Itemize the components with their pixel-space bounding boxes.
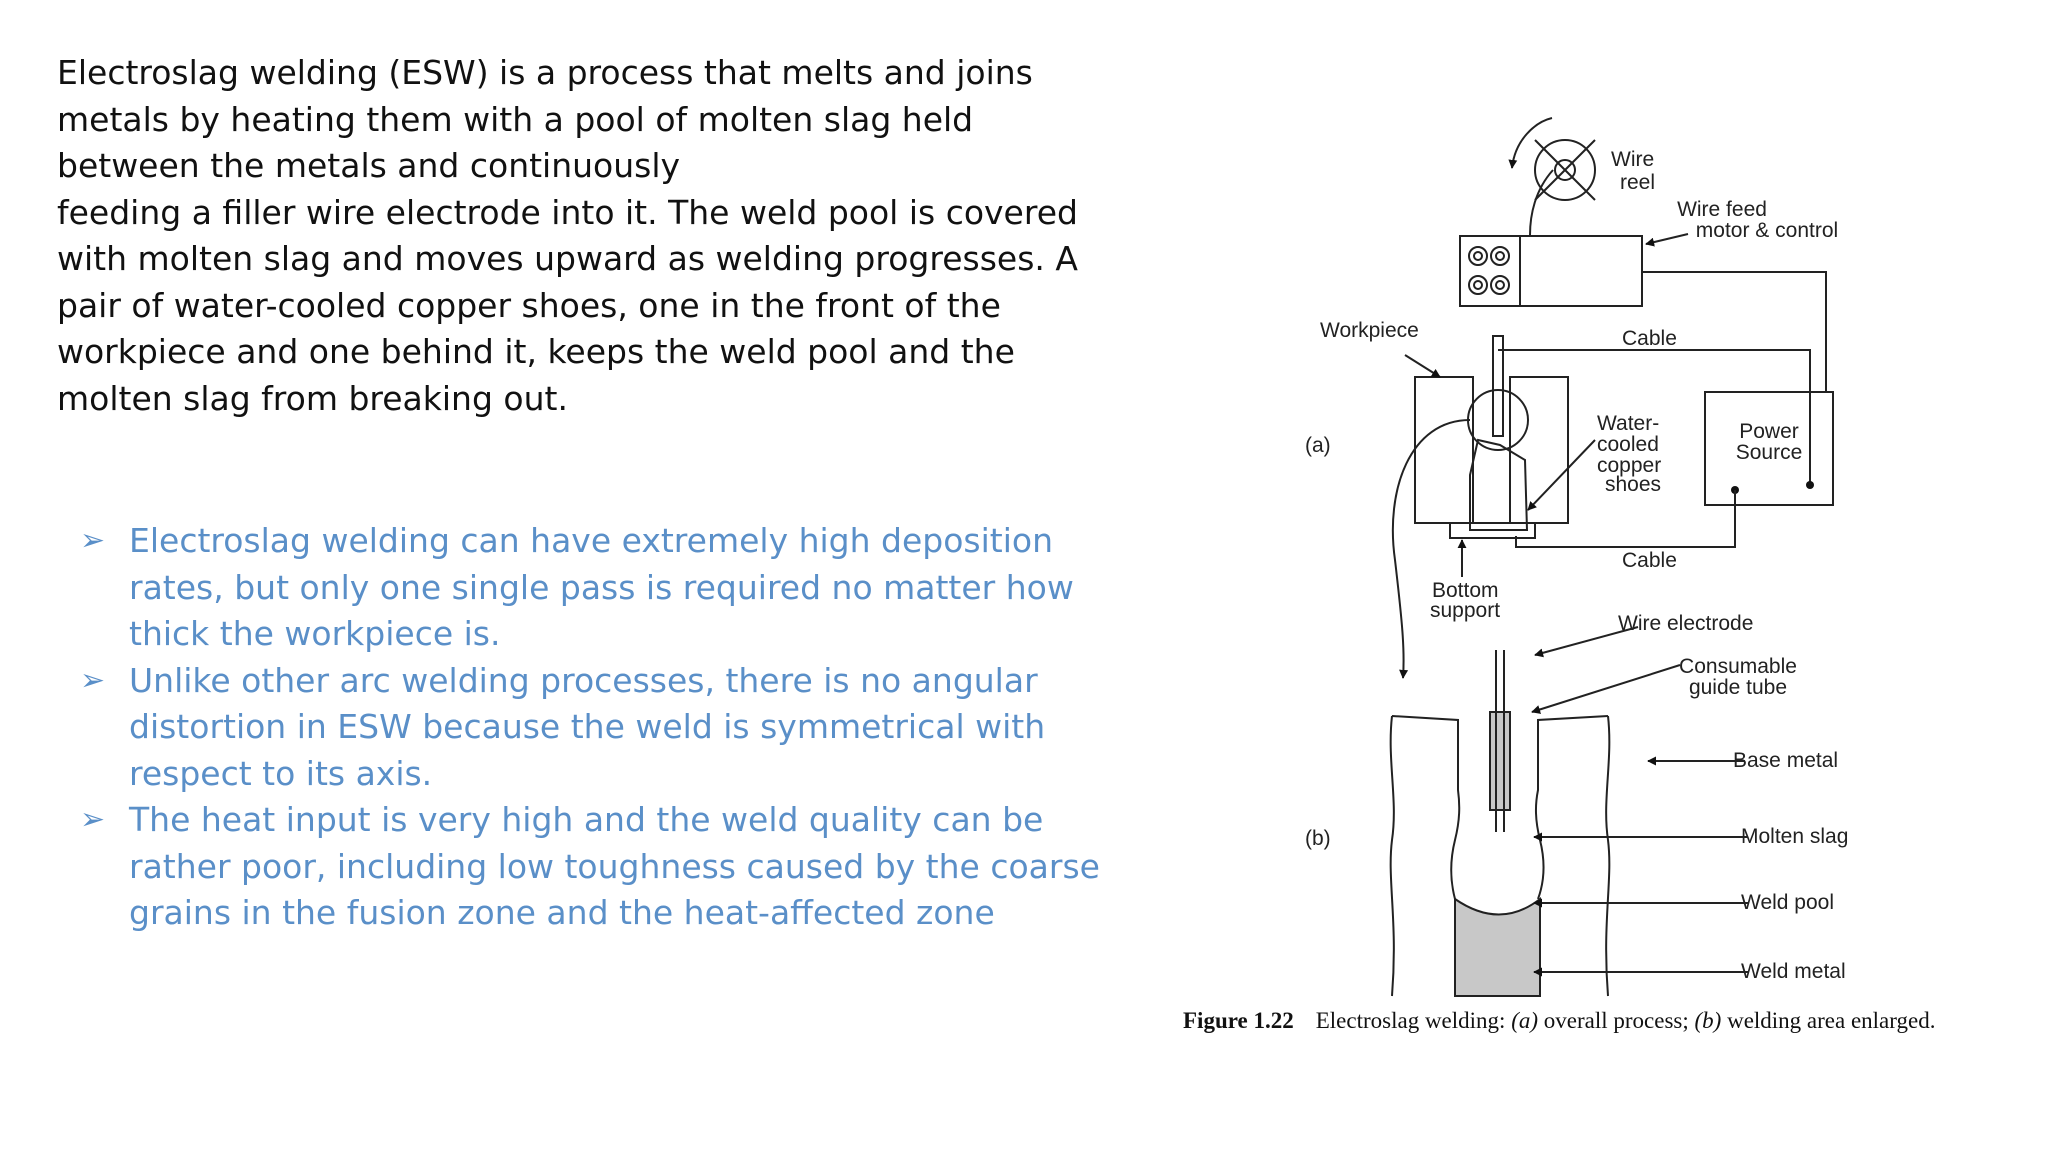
intro-paragraph: Electroslag welding (ESW) is a process t…	[57, 50, 1078, 422]
arrow-bullet-icon: ➢	[80, 662, 106, 698]
caption-text: Electroslag welding:	[1315, 1008, 1512, 1033]
label-part-b: (b)	[1305, 827, 1331, 850]
intro-line: molten slag from breaking out.	[57, 378, 568, 418]
bottom-cable	[1515, 490, 1736, 548]
label-shoes: shoes	[1605, 473, 1661, 496]
wire-feed-motor	[1459, 233, 1689, 307]
label-wire-reel: reel	[1620, 171, 1655, 194]
intro-line: Electroslag welding (ESW) is a process t…	[57, 53, 1033, 92]
bullet-line: rates, but only one single pass is requi…	[129, 567, 1074, 607]
workpiece-assembly	[1391, 335, 1596, 679]
intro-line: metals by heating them with a pool of mo…	[57, 99, 974, 139]
bullet-line: thick the workpiece is.	[129, 614, 501, 653]
bullet-item: ➢ Electroslag welding can have extremely…	[80, 518, 1080, 658]
bullet-line: grains in the fusion zone and the heat-a…	[129, 893, 995, 932]
label-shoes: copper	[1597, 454, 1661, 477]
label-guide-tube: guide tube	[1689, 676, 1787, 699]
label-wire-reel: Wire	[1611, 148, 1654, 171]
bullet-line: The heat input is very high and the weld…	[129, 800, 1044, 839]
label-wire-feed: motor & control	[1696, 219, 1838, 242]
weld-area-enlarged	[1389, 626, 1748, 997]
figure-caption: Figure 1.22 Electroslag welding: (a) over…	[1183, 1008, 1935, 1034]
label-shoes: cooled	[1597, 433, 1659, 456]
label-weld-metal: Weld metal	[1741, 960, 1846, 983]
control-cable	[1642, 271, 1827, 392]
intro-line: feeding a filler wire electrode into it.…	[57, 192, 1078, 232]
label-molten-slag: Molten slag	[1741, 825, 1848, 848]
bullet-item: ➢ Unlike other arc welding processes, th…	[80, 658, 1080, 798]
power-source-box	[1704, 391, 1834, 506]
label-power-source: Power	[1739, 420, 1799, 443]
intro-line: with molten slag and moves upward as wel…	[57, 239, 1078, 278]
label-cable-top: Cable	[1622, 327, 1677, 350]
caption-text: welding area enlarged.	[1721, 1008, 1936, 1033]
label-shoes: Water-	[1597, 412, 1659, 435]
label-workpiece: Workpiece	[1320, 319, 1419, 342]
bullet-list: ➢ Electroslag welding can have extremely…	[80, 518, 1100, 937]
label-guide-tube: Consumable	[1679, 655, 1797, 678]
label-base-metal: Base metal	[1733, 749, 1838, 772]
intro-line: workpiece and one behind it, keeps the w…	[57, 332, 1015, 371]
label-wire-electrode: Wire electrode	[1618, 612, 1753, 635]
bullet-item: ➢ The heat input is very high and the we…	[80, 797, 1100, 937]
wire-reel	[1508, 117, 1596, 236]
label-cable-bottom: Cable	[1622, 549, 1677, 572]
bullet-line: distortion in ESW because the weld is sy…	[129, 707, 1046, 746]
label-bottom-support: support	[1430, 599, 1500, 622]
bullet-line: respect to its axis.	[129, 753, 433, 793]
arrow-bullet-icon: ➢	[80, 523, 106, 558]
caption-text: (a)	[1511, 1008, 1539, 1033]
arrow-bullet-icon: ➢	[80, 802, 106, 837]
esw-figure: Wire reel Wire feed motor & control Work…	[1170, 110, 2030, 1005]
esw-diagram: Wire reel Wire feed motor & control Work…	[1305, 117, 1848, 997]
label-weld-pool: Weld pool	[1741, 891, 1834, 914]
label-bottom-support: Bottom	[1432, 579, 1499, 602]
top-cable	[1498, 349, 1811, 485]
label-part-a: (a)	[1305, 434, 1331, 457]
intro-line: between the metals and continuously	[57, 146, 681, 185]
caption-text: (b)	[1694, 1008, 1722, 1033]
caption-number: Figure 1.22	[1183, 1008, 1294, 1033]
caption-text: overall process;	[1538, 1008, 1695, 1033]
label-wire-feed: Wire feed	[1677, 198, 1767, 221]
bullet-line: Unlike other arc welding processes, ther…	[129, 660, 1038, 700]
intro-line: pair of water-cooled copper shoes, one i…	[57, 285, 1001, 325]
bullet-line: Electroslag welding can have extremely h…	[129, 521, 1053, 560]
label-power-source: Source	[1736, 441, 1803, 464]
bullet-line: rather poor, including low toughness cau…	[129, 846, 1100, 886]
